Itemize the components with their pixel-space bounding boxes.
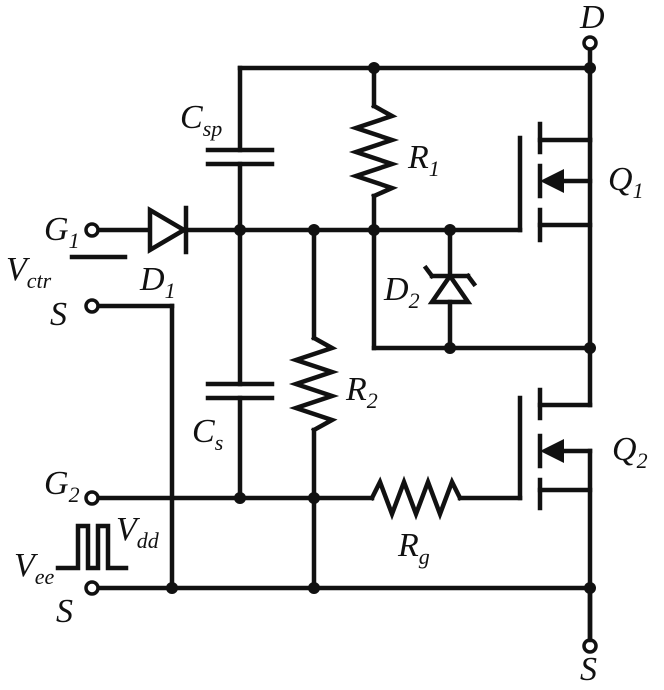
gate-line-g2	[92, 475, 523, 521]
drain-rail	[237, 47, 593, 143]
label-r2: R2	[345, 371, 378, 413]
label-r1: R1	[407, 139, 440, 181]
source-return-wire	[92, 303, 175, 591]
terminal-g2	[84, 490, 100, 506]
label-vee: Vee	[14, 547, 55, 589]
label-cs: Cs	[192, 413, 223, 455]
terminal-g1	[84, 222, 100, 238]
label-vdd: Vdd	[116, 511, 160, 553]
junction-dots	[166, 62, 596, 594]
label-rg: Rg	[397, 527, 430, 569]
mid-node-wire	[371, 227, 593, 408]
label-g1: G1	[44, 211, 80, 253]
label-q1: Q1	[608, 161, 644, 203]
terminal-s-bottom-left	[84, 580, 100, 596]
pulse-waveform-icon	[55, 523, 129, 571]
label-vctr: Vctr	[6, 251, 52, 293]
terminal-drain	[582, 35, 598, 51]
terminal-s-left	[84, 298, 100, 314]
q1-arrow-icon	[540, 169, 564, 193]
label-csp: Csp	[180, 99, 222, 141]
label-s-left: S	[50, 296, 67, 333]
resistor-r1	[348, 65, 400, 233]
label-d1: D1	[139, 261, 176, 303]
q2-arrow-icon	[540, 439, 564, 463]
mosfet-q2	[517, 387, 593, 643]
label-s-bottom-left: S	[56, 593, 73, 630]
label-d-top: D	[579, 0, 605, 36]
capacitor-csp	[205, 65, 275, 233]
label-s-bottom: S	[580, 651, 597, 688]
label-q2: Q2	[612, 431, 648, 473]
resistor-r2	[288, 227, 340, 591]
label-g2: G2	[44, 465, 80, 507]
diode-d1	[147, 205, 189, 255]
label-d2: D2	[383, 271, 420, 313]
zener-d2	[422, 227, 478, 351]
mosfet-q1	[517, 121, 593, 351]
capacitor-cs	[205, 227, 275, 501]
